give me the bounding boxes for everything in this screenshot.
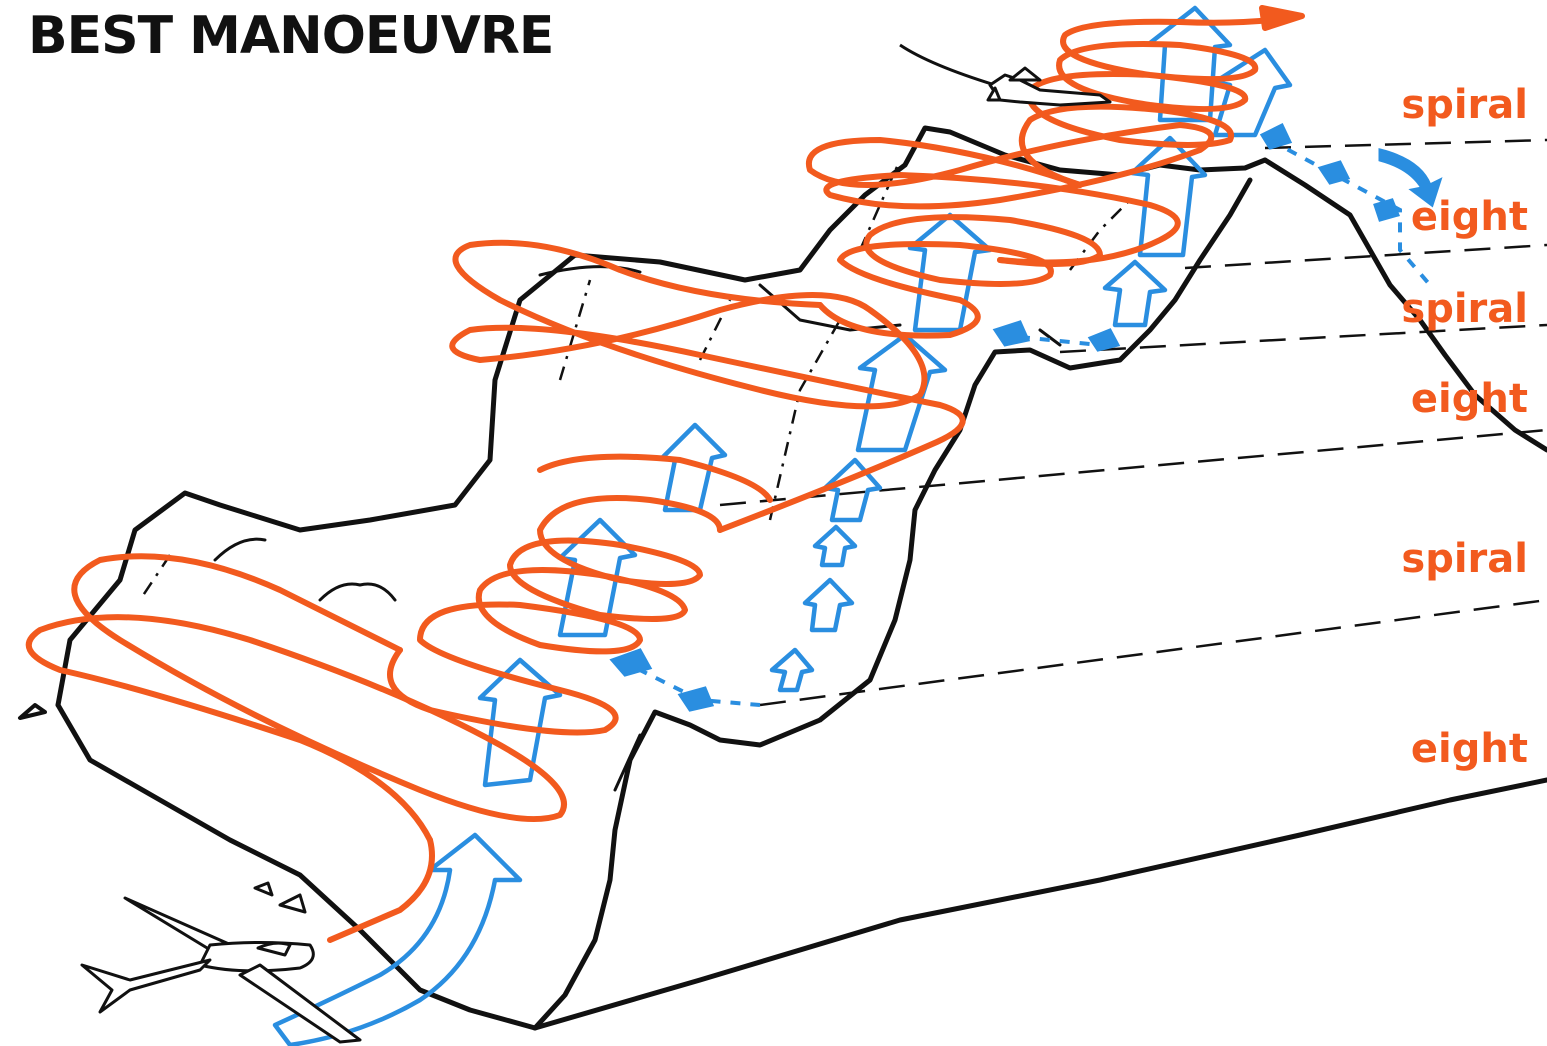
updraft-arrow-icon [805,580,852,630]
spiral-2 [820,217,1100,335]
band-label-spiral-lower: spiral [1401,536,1528,582]
band-label-eight-upper: eight [1411,194,1528,240]
updraft-arrow-icon [815,527,855,565]
glider-icon [82,898,360,1042]
ridge-base-line [535,780,1547,1028]
band-label-spiral-top: spiral [1401,82,1528,128]
spill-arrows [612,125,1440,710]
band-label-eight-lower: eight [1411,726,1528,772]
band-label-spiral-middle: spiral [1401,286,1528,332]
band-label-eight-middle: eight [1411,376,1528,422]
flight-path [29,8,1302,940]
ridge-gully-lines [140,160,1130,600]
exit-arrow-head [1262,8,1302,28]
updraft-arrow-icon [772,650,812,690]
updraft-arrows [275,8,1290,1045]
updraft-arrow-icon [1105,262,1165,325]
ridge-front-face [535,180,1250,1028]
